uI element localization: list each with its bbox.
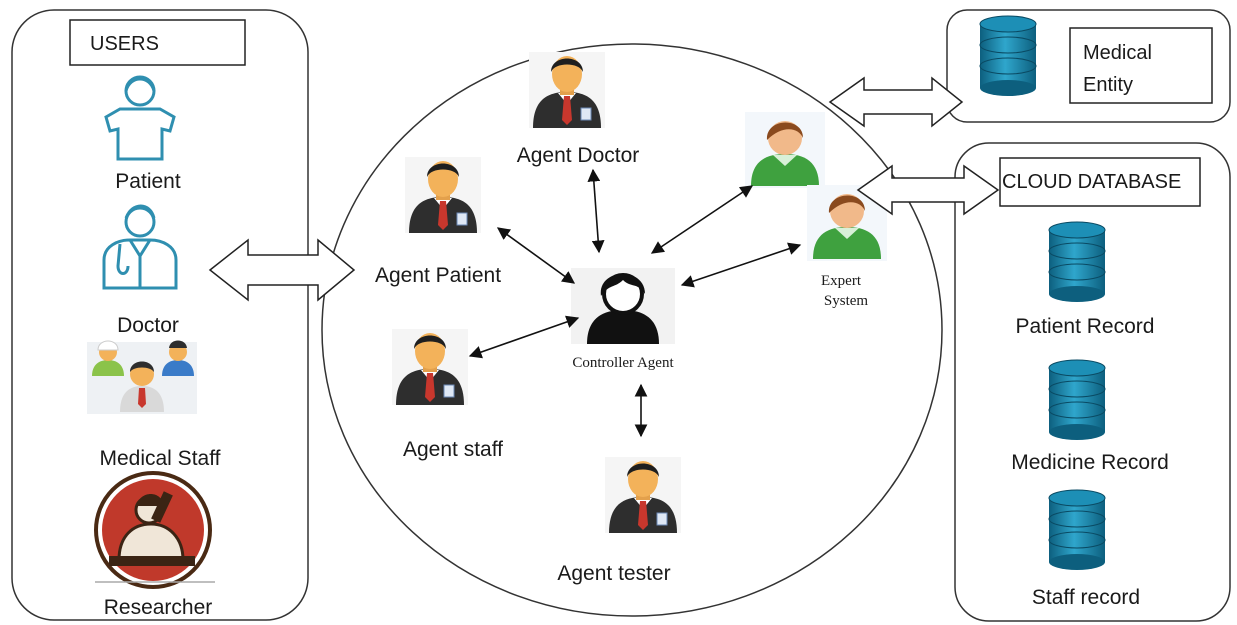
cloud-database-header: CLOUD DATABASE (1002, 171, 1181, 193)
agent-patient-label: Agent Patient (375, 264, 501, 287)
medical-entity-label-line1: Medical (1083, 42, 1152, 64)
arrow-staff-controller (468, 315, 580, 359)
patient-record-label: Patient Record (1016, 315, 1155, 338)
agent-tester-icon (604, 456, 682, 534)
medical-staff-label: Medical Staff (99, 447, 220, 470)
agent-tester-label: Agent tester (557, 562, 670, 585)
staff-record-database-icon (1048, 489, 1106, 571)
cloud-database-header-box (999, 157, 1201, 207)
agent-doctor-icon (528, 51, 606, 129)
arrow-patient-controller (496, 227, 576, 284)
doctor-icon (102, 204, 178, 290)
controller-agent-label: Controller Agent (572, 355, 674, 371)
patient-label: Patient (115, 170, 181, 193)
expert-system-label-line1: Expert (821, 273, 862, 289)
researcher-icon (94, 471, 212, 589)
users-to-agents-double-arrow (208, 238, 356, 302)
arrow-doctor-controller (587, 168, 605, 254)
medical-staff-icon (87, 340, 197, 414)
arrow-controller-expert-2 (680, 242, 802, 288)
agent-staff-label: Agent staff (403, 438, 503, 461)
users-header: USERS (90, 33, 159, 55)
controller-agent-icon (571, 268, 675, 344)
agent-staff-icon (391, 328, 469, 406)
users-panel (11, 9, 309, 621)
patient-record-database-icon (1048, 221, 1106, 303)
medical-entity-database-icon (979, 15, 1037, 97)
researcher-label: Researcher (104, 596, 213, 619)
staff-record-label: Staff record (1032, 586, 1140, 609)
agent-patient-icon (404, 156, 482, 234)
medicine-record-database-icon (1048, 359, 1106, 441)
expert-to-medical-entity-double-arrow (828, 76, 964, 128)
expert-system-icon-1 (745, 112, 825, 188)
arrow-controller-expert-1 (650, 185, 754, 254)
users-header-box (69, 19, 246, 66)
doctor-label: Doctor (117, 314, 179, 337)
medical-entity-box (1069, 27, 1213, 104)
medical-entity-label-line2: Entity (1083, 74, 1133, 96)
patient-icon (104, 75, 176, 161)
agent-doctor-label: Agent Doctor (517, 144, 640, 167)
expert-system-label-line2: System (824, 293, 869, 309)
expert-to-cloud-double-arrow (856, 164, 1000, 216)
medicine-record-label: Medicine Record (1011, 451, 1169, 474)
